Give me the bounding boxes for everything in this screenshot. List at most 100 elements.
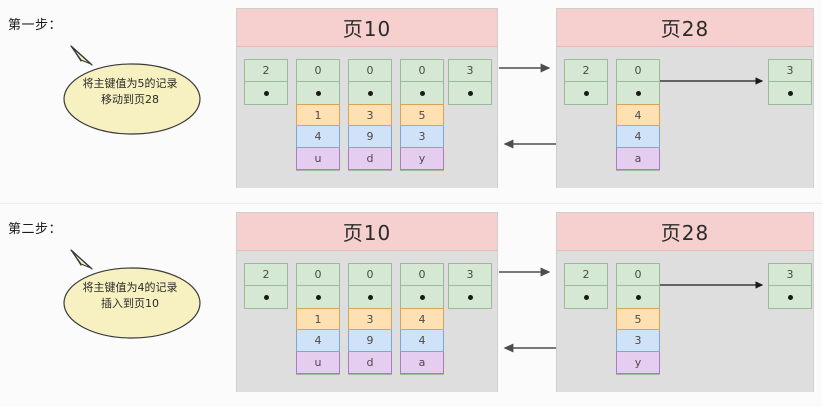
- pointer-dot-icon: [635, 90, 641, 96]
- record-num: 3: [449, 60, 491, 82]
- callout-bubble-1: 将主键值为5的记录 移动到页28: [55, 42, 205, 137]
- record-field-c: d: [348, 148, 392, 170]
- pointer-dot-icon: [467, 294, 473, 300]
- page-container-28-step2: 页28 2 0 5 3 y: [556, 212, 814, 392]
- record-pointer: [297, 82, 339, 104]
- pointer-dot-icon: [787, 90, 793, 96]
- record-num: 3: [769, 264, 811, 286]
- record-pointer: [297, 286, 339, 308]
- record-field-b: 9: [348, 330, 392, 352]
- record-pointer: [245, 82, 287, 104]
- record-num: 0: [617, 60, 659, 82]
- record-num: 0: [349, 264, 391, 286]
- record-num: 0: [297, 264, 339, 286]
- record-field-c: a: [616, 148, 660, 170]
- step-row-2: 第二步： 将主键值为4的记录 插入到页10 页10: [0, 203, 822, 407]
- record-box-1[interactable]: 0 5 3 y: [616, 263, 660, 375]
- page-title: 页28: [660, 17, 710, 41]
- record-box-supremum[interactable]: 3: [768, 263, 812, 309]
- record-pointer: [349, 286, 391, 308]
- record-box-3[interactable]: 0 4 4 a: [400, 263, 444, 375]
- record-num: 0: [617, 264, 659, 286]
- page-title: 页10: [342, 221, 392, 245]
- record-field-a: 4: [400, 308, 444, 330]
- record-num: 0: [401, 264, 443, 286]
- record-box-supremum[interactable]: 3: [448, 263, 492, 309]
- record-box-infimum[interactable]: 2: [564, 263, 608, 309]
- page-header-10-step1: 页10: [237, 9, 497, 47]
- callout-shape-icon: [63, 45, 201, 135]
- record-box-3[interactable]: 0 5 3 y: [400, 59, 444, 171]
- record-pointer: [349, 82, 391, 104]
- record-pointer: [449, 286, 491, 308]
- record-num: 2: [565, 264, 607, 286]
- record-field-b: 4: [296, 330, 340, 352]
- pointer-dot-icon: [787, 294, 793, 300]
- callout-shape-icon: [63, 249, 201, 339]
- record-field-a: 5: [400, 104, 444, 126]
- record-num: 0: [401, 60, 443, 82]
- record-field-a: 4: [616, 104, 660, 126]
- pointer-dot-icon: [315, 90, 321, 96]
- record-num: 0: [349, 60, 391, 82]
- pointer-dot-icon: [315, 294, 321, 300]
- record-pointer: [769, 286, 811, 308]
- record-pointer: [769, 82, 811, 104]
- page-container-10-step1: 页10 2 0 1 4: [236, 8, 498, 188]
- record-box-supremum[interactable]: 3: [448, 59, 492, 105]
- record-box-supremum[interactable]: 3: [768, 59, 812, 105]
- pointer-dot-icon: [583, 294, 589, 300]
- record-box-1[interactable]: 0 4 4 a: [616, 59, 660, 171]
- pointer-dot-icon: [367, 90, 373, 96]
- record-field-c: d: [348, 352, 392, 374]
- record-field-c: u: [296, 148, 340, 170]
- record-box-infimum[interactable]: 2: [564, 59, 608, 105]
- record-field-c: u: [296, 352, 340, 374]
- record-field-b: 4: [400, 330, 444, 352]
- record-field-b: 4: [616, 126, 660, 148]
- record-num: 2: [565, 60, 607, 82]
- page-container-10-step2: 页10 2 0 1 4: [236, 212, 498, 392]
- record-box-2[interactable]: 0 3 9 d: [348, 263, 392, 375]
- record-pointer: [565, 286, 607, 308]
- record-box-1[interactable]: 0 1 4 u: [296, 59, 340, 171]
- record-box-1[interactable]: 0 1 4 u: [296, 263, 340, 375]
- page-header-10-step2: 页10: [237, 213, 497, 251]
- record-pointer: [617, 286, 659, 308]
- pointer-dot-icon: [467, 90, 473, 96]
- record-pointer: [617, 82, 659, 104]
- pointer-dot-icon: [367, 294, 373, 300]
- record-field-a: 3: [348, 308, 392, 330]
- page-header-28-step2: 页28: [557, 213, 813, 251]
- record-field-b: 3: [400, 126, 444, 148]
- step-row-1: 第一步： 将主键值为5的记录 移动到页28 页10: [0, 0, 822, 203]
- record-pointer: [565, 82, 607, 104]
- record-field-b: 4: [296, 126, 340, 148]
- record-box-infimum[interactable]: 2: [244, 263, 288, 309]
- record-box-infimum[interactable]: 2: [244, 59, 288, 105]
- record-pointer: [449, 82, 491, 104]
- pointer-dot-icon: [419, 294, 425, 300]
- pointer-dot-icon: [419, 90, 425, 96]
- page-body-28-step2: 2 0 5 3 y 3: [557, 251, 813, 392]
- record-pointer: [401, 286, 443, 308]
- page-body-10-step2: 2 0 1 4 u 0 3 9 d 0 4 4: [237, 251, 497, 392]
- pointer-dot-icon: [583, 90, 589, 96]
- record-pointer: [401, 82, 443, 104]
- pointer-dot-icon: [263, 294, 269, 300]
- record-field-b: 9: [348, 126, 392, 148]
- record-field-c: a: [400, 352, 444, 374]
- page-header-28-step1: 页28: [557, 9, 813, 47]
- record-box-2[interactable]: 0 3 9 d: [348, 59, 392, 171]
- record-num: 2: [245, 264, 287, 286]
- record-num: 3: [449, 264, 491, 286]
- record-field-a: 1: [296, 104, 340, 126]
- page-body-28-step1: 2 0 4 4 a 3: [557, 47, 813, 188]
- record-field-a: 1: [296, 308, 340, 330]
- step-label-2: 第二步：: [8, 222, 63, 237]
- page-body-10-step1: 2 0 1 4 u 0 3 9 d 0 5 3: [237, 47, 497, 188]
- record-field-a: 5: [616, 308, 660, 330]
- pointer-dot-icon: [263, 90, 269, 96]
- record-field-c: y: [400, 148, 444, 170]
- record-num: 2: [245, 60, 287, 82]
